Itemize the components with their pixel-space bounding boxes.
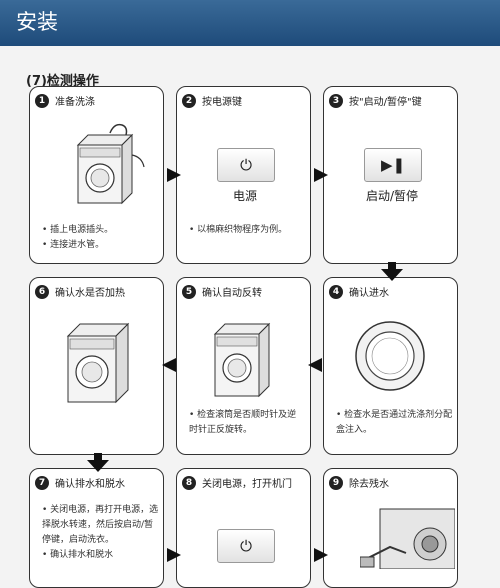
step-card-8: 8 关闭电源，打开机门 ⏻: [176, 468, 311, 588]
step-card-9: 9 除去残水: [323, 468, 458, 588]
step-card-7: 7 确认排水和脱水 关闭电源，再打开电源，选择脱水转速，然后按启动/暂停键，启动洗…: [29, 468, 164, 588]
start-pause-button[interactable]: ▶❚: [364, 148, 422, 182]
bullet-item: 检查水是否通过洗涤剂分配盒注入。: [336, 408, 454, 438]
step-title: 确认水是否加热: [55, 288, 125, 299]
section-title: (7)检测操作: [26, 74, 99, 89]
washing-machine-illustration: [213, 322, 271, 398]
header-bar: 安装: [0, 0, 500, 46]
step-title: 确认进水: [349, 288, 389, 299]
arrow-right-icon: [167, 168, 181, 182]
power-button[interactable]: ⏻: [217, 529, 275, 563]
arrow-right-icon: [314, 548, 328, 562]
step-card-2: 2 按电源键 ⏻ 电源 以棉麻织物程序为例。: [176, 86, 311, 264]
bullet-item: 以棉麻织物程序为例。: [189, 223, 287, 238]
power-icon: ⏻: [240, 156, 252, 174]
drain-filter-illustration: [360, 508, 455, 569]
start-pause-button-label: 启动/暂停: [365, 189, 419, 203]
arrow-down-icon: [87, 453, 109, 472]
step-title: 除去残水: [349, 479, 389, 490]
bullet-item: 插上电源插头。: [42, 223, 113, 238]
step-title: 按电源键: [202, 97, 242, 108]
power-button-label: 电源: [232, 189, 257, 203]
step-card-1: 1 准备洗涤 插上电源插头。 连接进水管。: [29, 86, 164, 264]
step-card-4: 4 确认进水 检查水是否通过洗涤剂分配盒注入。: [323, 277, 458, 455]
arrow-left-icon: [308, 358, 322, 372]
step-number: 2: [182, 93, 196, 108]
page-title: 安装: [16, 10, 58, 34]
step-title: 确认自动反转: [202, 288, 262, 299]
step-title: 确认排水和脱水: [55, 479, 125, 490]
step-title: 关闭电源，打开机门: [202, 479, 292, 490]
step-number: 5: [182, 284, 196, 299]
arrow-down-icon: [381, 262, 403, 281]
step-card-3: 3 按"启动/暂停"键 ▶❚ 启动/暂停: [323, 86, 458, 264]
play-pause-icon: ▶❚: [380, 156, 406, 174]
step-number: 7: [35, 475, 49, 490]
step-title: 准备洗涤: [55, 97, 95, 108]
step-number: 9: [329, 475, 343, 490]
step-number: 3: [329, 93, 343, 108]
power-icon: ⏻: [240, 537, 252, 555]
arrow-right-icon: [167, 548, 181, 562]
washing-machine-illustration: [76, 123, 145, 205]
bullet-item: 连接进水管。: [42, 238, 113, 253]
bullet-item: 确认排水和脱水: [42, 548, 160, 563]
door-gasket-illustration: [355, 321, 425, 391]
step-card-6: 6 确认水是否加热: [29, 277, 164, 455]
arrow-left-icon: [162, 358, 176, 372]
bullet-item: 关闭电源，再打开电源，选择脱水转速，然后按启动/暂停键，启动洗衣。: [42, 503, 160, 548]
arrow-right-icon: [314, 168, 328, 182]
step-title: 按"启动/暂停"键: [349, 97, 422, 108]
step-number: 4: [329, 284, 343, 299]
step-number: 6: [35, 284, 49, 299]
bullet-item: 检查滚筒是否顺时针及逆时针正反旋转。: [189, 408, 304, 438]
step-card-5: 5 确认自动反转 检查滚筒是否顺时针及逆时针正反旋转。: [176, 277, 311, 455]
washing-machine-illustration: [66, 322, 130, 404]
step-number: 1: [35, 93, 49, 108]
power-button[interactable]: ⏻: [217, 148, 275, 182]
step-number: 8: [182, 475, 196, 490]
